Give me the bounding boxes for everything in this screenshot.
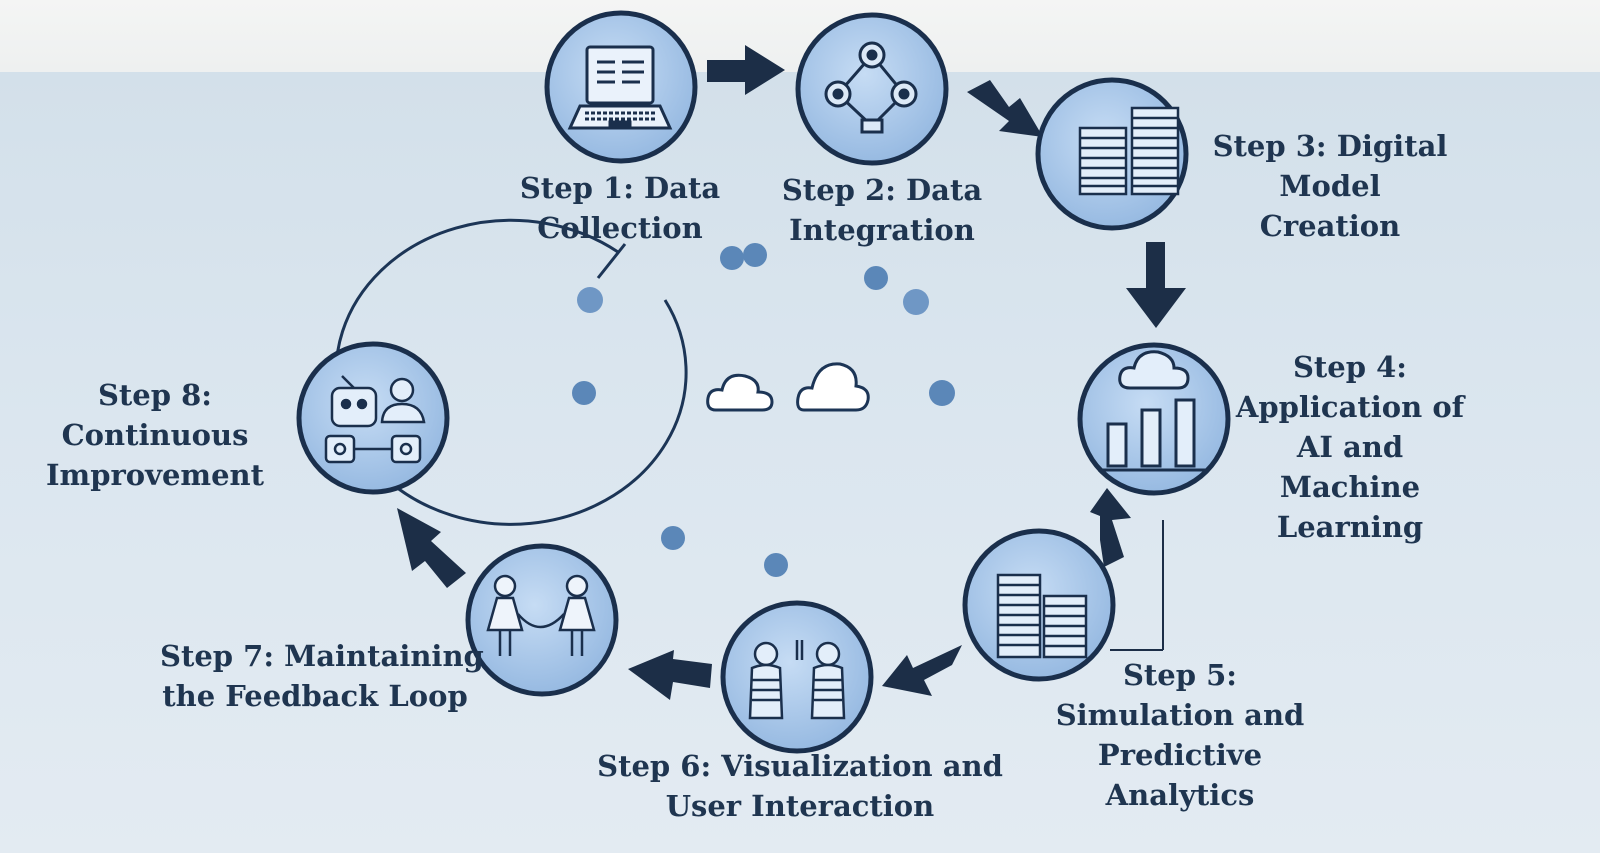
arrow-step5-to-step4 bbox=[1090, 488, 1131, 567]
robot-user-icon bbox=[324, 375, 426, 464]
label-line: Model bbox=[1279, 169, 1381, 203]
arrow-step3-to-step4 bbox=[1126, 242, 1186, 328]
label-line: Collection bbox=[537, 211, 703, 245]
clouds-ring-icon bbox=[706, 362, 870, 412]
ring-node bbox=[577, 287, 603, 313]
step-7-node bbox=[465, 543, 619, 697]
label-line: Analytics bbox=[1105, 778, 1255, 812]
label-line: Improvement bbox=[45, 458, 265, 492]
ring-node bbox=[764, 553, 788, 577]
cloud-bar-chart-icon bbox=[1098, 350, 1206, 472]
step-8-node bbox=[296, 341, 450, 495]
ring-node bbox=[720, 246, 744, 270]
laptop-icon bbox=[567, 45, 673, 130]
label-line: Integration bbox=[789, 213, 975, 247]
label-line: User Interaction bbox=[665, 789, 935, 823]
label-line: Creation bbox=[1259, 209, 1401, 243]
ring-node bbox=[572, 381, 596, 405]
label-line: Step 6: Visualization and bbox=[597, 749, 1003, 783]
label-line: Machine bbox=[1279, 470, 1421, 504]
label-line: AI and bbox=[1296, 430, 1404, 464]
arrow-step7-to-step8 bbox=[397, 508, 466, 588]
two-users-icon bbox=[748, 640, 846, 720]
step-4-node bbox=[1077, 342, 1231, 496]
step-2-node bbox=[795, 12, 949, 166]
step-1-node bbox=[544, 10, 698, 164]
label-line: Step 4: bbox=[1292, 350, 1408, 384]
people-holding-hands-icon bbox=[486, 574, 596, 656]
label-line: the Feedback Loop bbox=[162, 679, 468, 713]
step-6-node bbox=[720, 600, 874, 754]
label-line: Continuous bbox=[61, 418, 249, 452]
network-nodes-icon bbox=[824, 41, 918, 134]
arrow-step6-to-step7 bbox=[628, 650, 712, 700]
step-5-node bbox=[962, 528, 1116, 682]
ring-node bbox=[903, 289, 929, 315]
label-line: Step 2: Data bbox=[781, 173, 983, 207]
label-line: Predictive bbox=[1097, 738, 1263, 772]
label-line: Learning bbox=[1276, 510, 1424, 544]
step-3-node bbox=[1035, 77, 1189, 231]
center-ring bbox=[334, 218, 955, 577]
arrow-step1-to-step2 bbox=[707, 45, 785, 95]
label-line: Step 3: Digital bbox=[1212, 129, 1448, 163]
server-stacks-icon bbox=[996, 573, 1088, 659]
label-line: Step 8: bbox=[97, 378, 213, 412]
ring-node bbox=[864, 266, 888, 290]
arrow-step2-to-step3 bbox=[967, 80, 1043, 137]
ring-node bbox=[743, 243, 767, 267]
label-line: Step 1: Data bbox=[519, 171, 721, 205]
arrow-step5-to-step6 bbox=[882, 645, 962, 696]
top-banner bbox=[0, 0, 1600, 72]
label-line: Step 5: bbox=[1122, 658, 1238, 692]
step-7-label: Step 7: Maintaining the Feedback Loop bbox=[160, 636, 484, 716]
ring-node bbox=[929, 380, 955, 406]
ring-node bbox=[661, 526, 685, 550]
database-stacks-icon bbox=[1078, 106, 1180, 196]
label-line: Simulation and bbox=[1055, 698, 1305, 732]
label-line: Application of bbox=[1235, 390, 1465, 424]
label-line: Step 7: Maintaining bbox=[160, 639, 484, 673]
